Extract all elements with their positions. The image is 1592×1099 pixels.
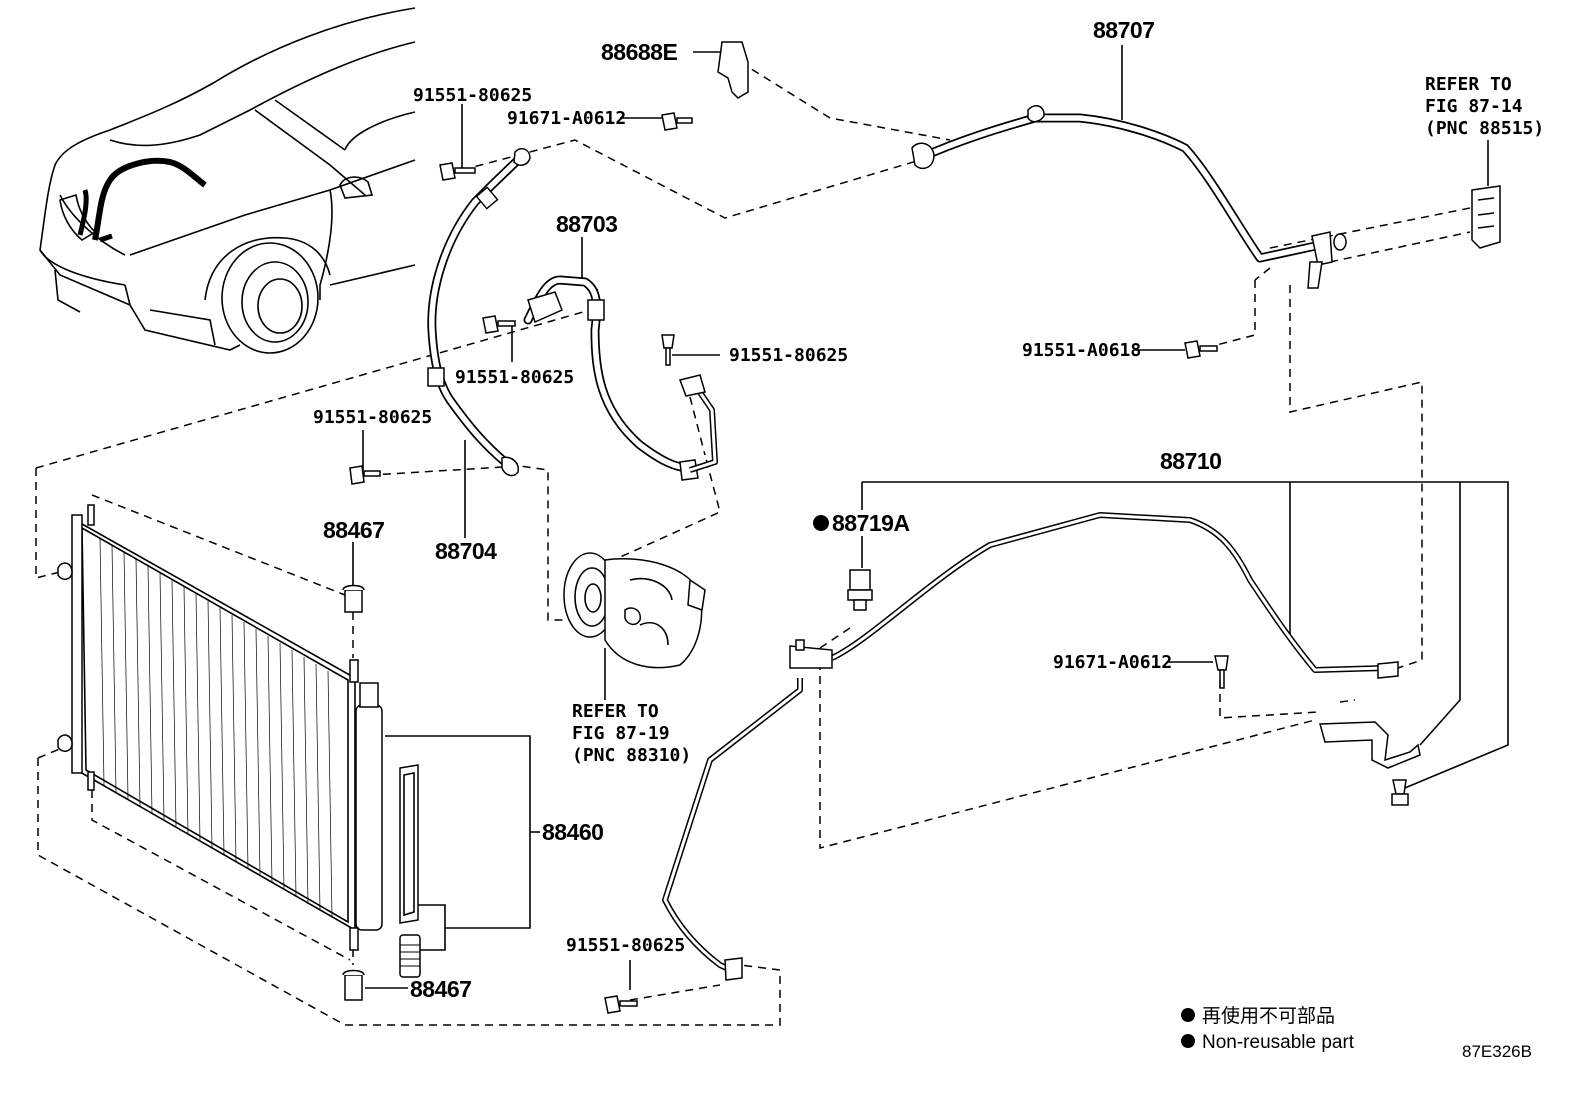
refer-top-line-1: REFER TO xyxy=(1425,74,1512,95)
label-91671-a0612-a: 91671-A0612 xyxy=(507,108,626,129)
label-88460: 88460 xyxy=(542,819,603,845)
non-reusable-marker xyxy=(813,515,829,531)
compressor xyxy=(563,552,706,669)
label-88710: 88710 xyxy=(1160,448,1221,474)
legend-bullet-jp xyxy=(1181,1008,1195,1022)
condenser-assembly xyxy=(57,504,421,1001)
vehicle-illustration xyxy=(39,7,416,354)
legend: 再使用不可部品 Non-reusable part xyxy=(1181,1005,1355,1053)
legend-bullet-en xyxy=(1181,1034,1195,1048)
refer-mid-line-3: (PNC 88310) xyxy=(572,745,691,766)
leader-lines xyxy=(352,45,1509,990)
figure-code: 87E326B xyxy=(1462,1042,1532,1061)
refrigerant-lines xyxy=(427,105,1421,981)
label-91551-80625-b: 91551-80625 xyxy=(455,367,574,388)
label-88704: 88704 xyxy=(435,538,497,564)
fasteners xyxy=(349,41,1501,1014)
label-91671-a0612-b: 91671-A0612 xyxy=(1053,652,1172,673)
label-88467-a: 88467 xyxy=(323,517,384,543)
legend-jp: 再使用不可部品 xyxy=(1202,1005,1335,1027)
refer-to-fig-87-14: REFER TO FIG 87-14 (PNC 88515) xyxy=(1425,74,1544,139)
label-88707: 88707 xyxy=(1093,17,1154,43)
label-91551-80625-a: 91551-80625 xyxy=(413,85,532,106)
legend-en: Non-reusable part xyxy=(1202,1032,1355,1053)
label-88719a: 88719A xyxy=(832,510,910,536)
refer-top-line-2: FIG 87-14 xyxy=(1425,96,1523,117)
assembly-guide-lines xyxy=(35,61,1471,1026)
part-labels: 88688E 88707 91551-80625 91671-A0612 887… xyxy=(313,17,1222,1002)
refer-mid-line-2: FIG 87-19 xyxy=(572,723,670,744)
refer-mid-line-1: REFER TO xyxy=(572,701,659,722)
label-88703: 88703 xyxy=(556,211,617,237)
label-91551-80625-c: 91551-80625 xyxy=(729,345,848,366)
label-91551-80625-e: 91551-80625 xyxy=(566,935,685,956)
label-88688e: 88688E xyxy=(601,39,677,65)
label-91551-80625-d: 91551-80625 xyxy=(313,407,432,428)
label-88467-b: 88467 xyxy=(410,976,471,1002)
refer-to-fig-87-19: REFER TO FIG 87-19 (PNC 88310) xyxy=(572,701,691,766)
refer-top-line-3: (PNC 88515) xyxy=(1425,118,1544,139)
label-91551-a0618: 91551-A0618 xyxy=(1022,340,1141,361)
